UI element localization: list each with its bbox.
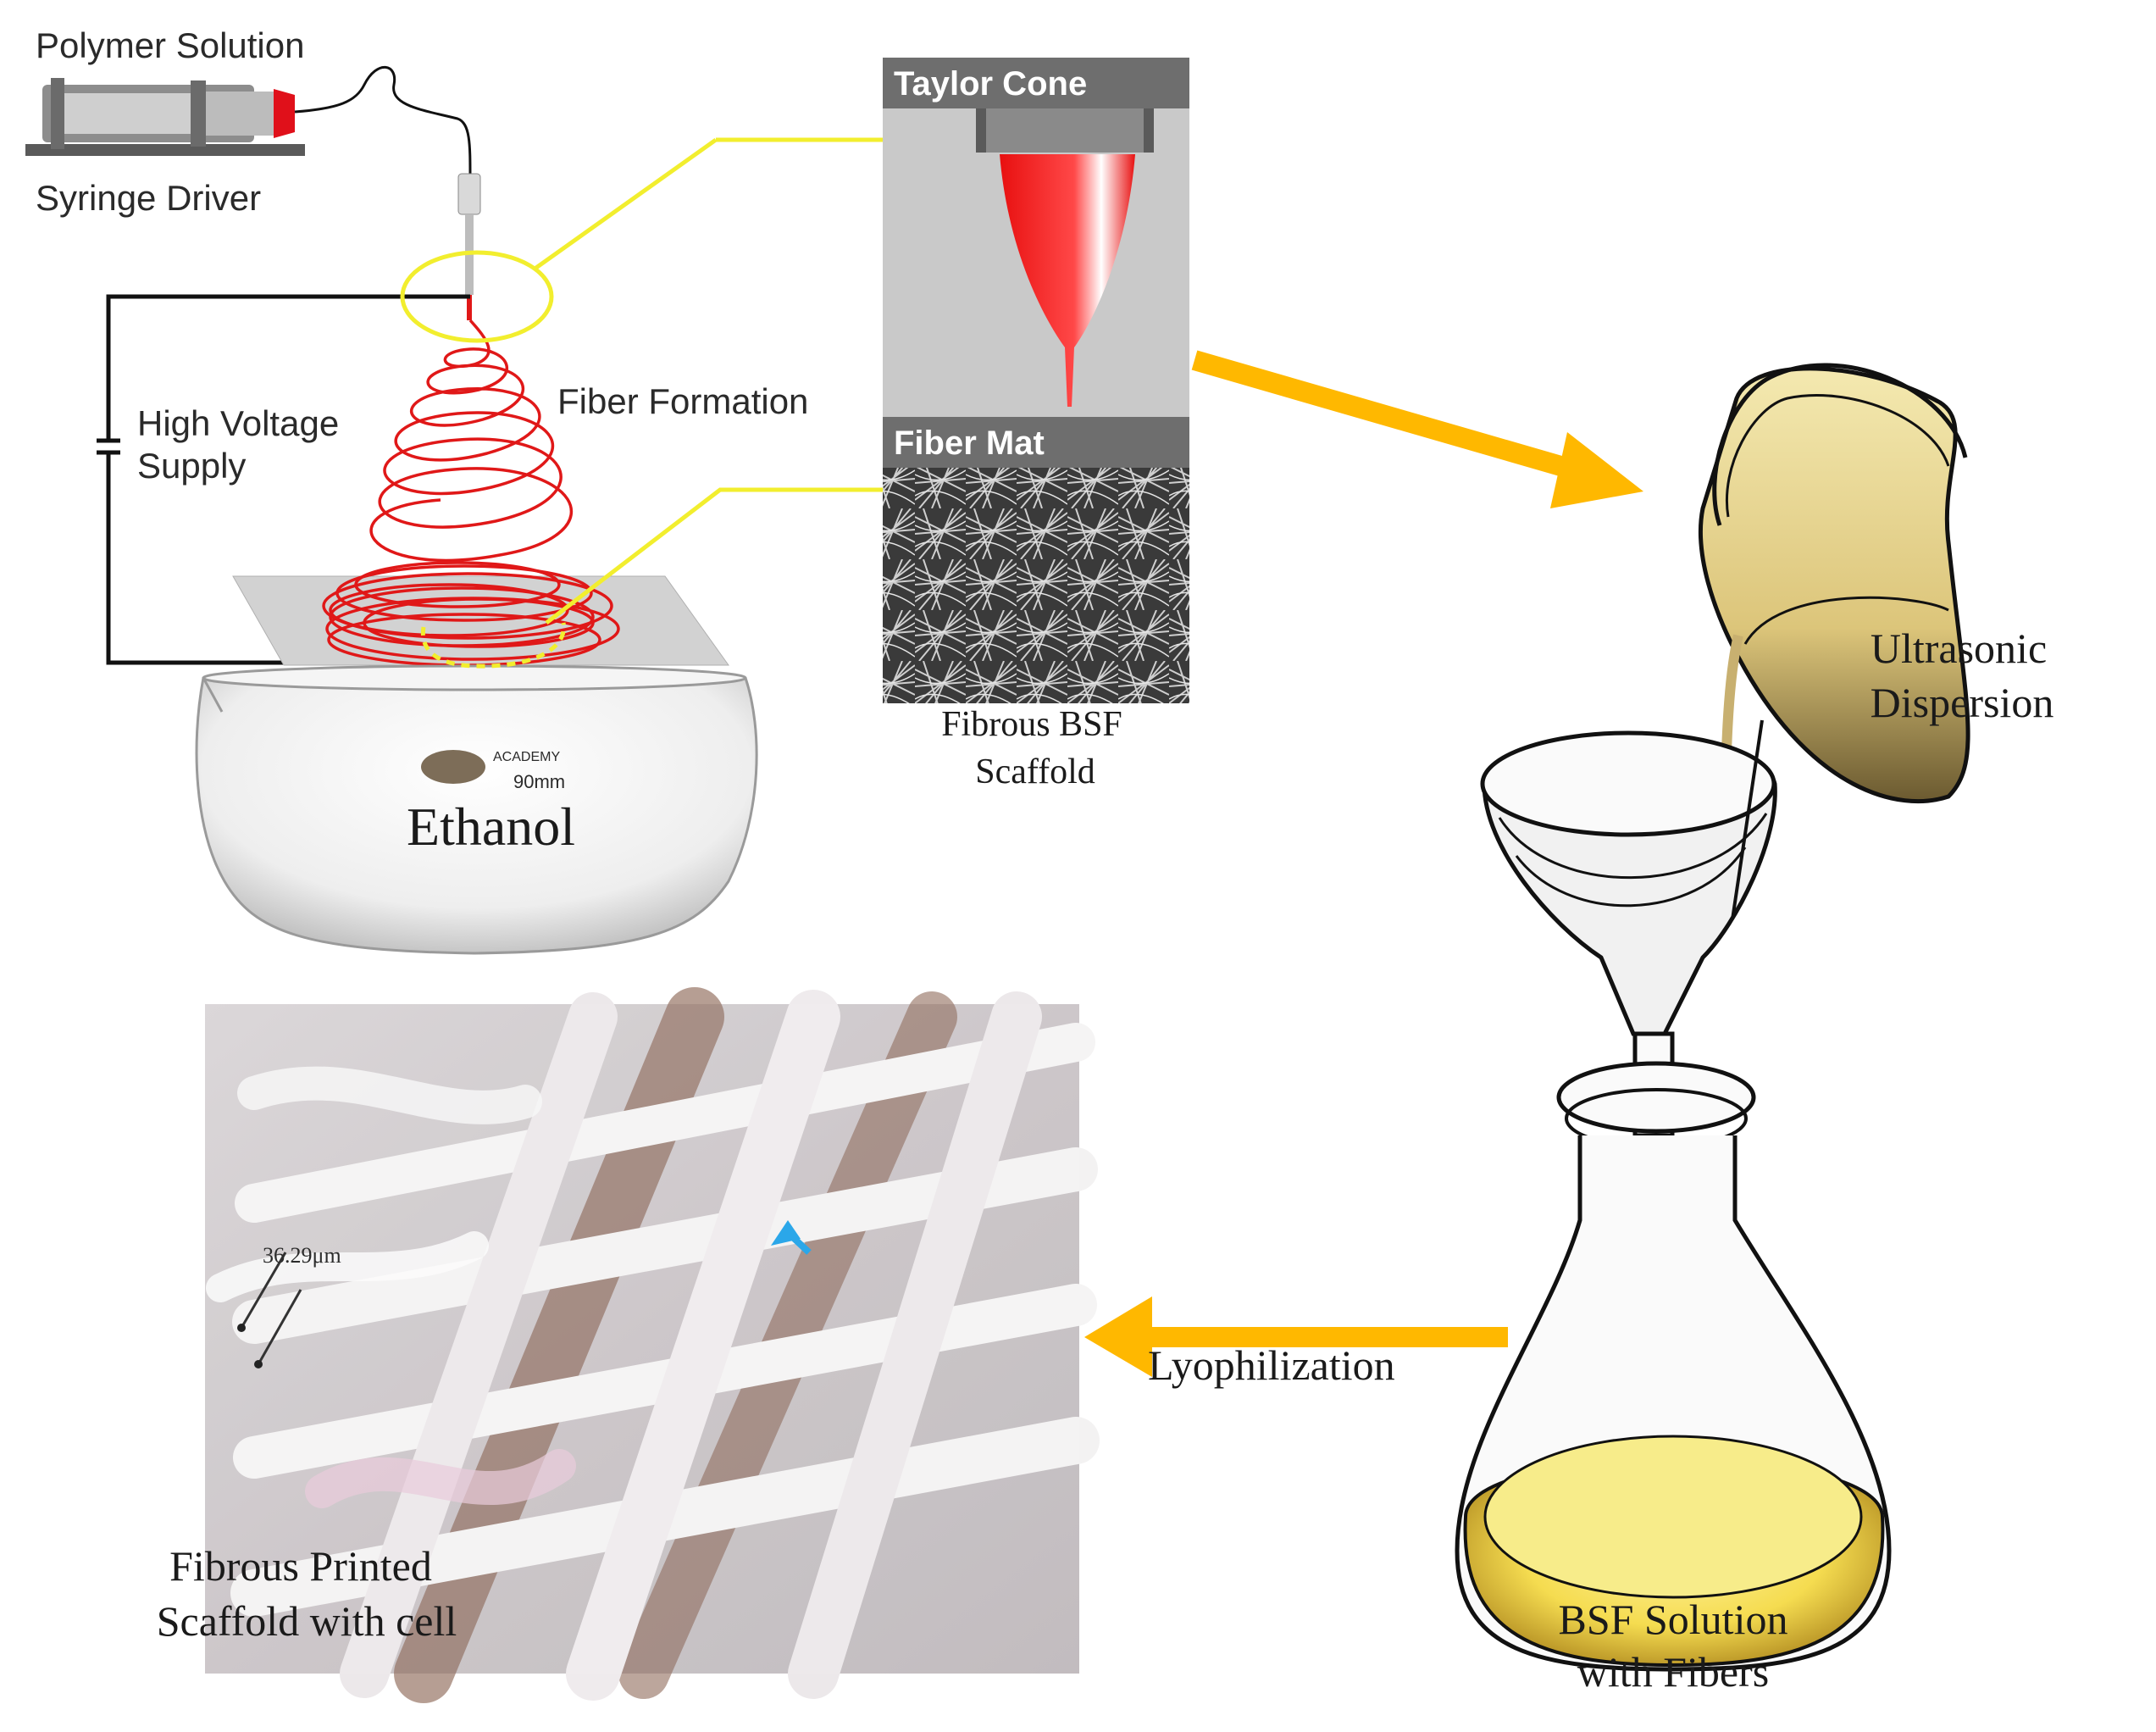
taylor-cone-title: Taylor Cone — [894, 65, 1087, 103]
process-arrow-to-dispersion — [1191, 350, 1643, 508]
fiber-mat-panel: Fiber Mat — [883, 417, 1189, 703]
ethanol-label: Ethanol — [407, 797, 575, 857]
fibrous-bsf-label-line2: Scaffold — [975, 752, 1095, 791]
bsf-solution-label-line2: with Fibers — [1577, 1648, 1769, 1696]
evaporating-dish-icon: ACADEMY 90mm — [195, 664, 758, 955]
fibrous-bsf-label-line1: Fibrous BSF — [941, 705, 1122, 744]
scaffold-strands — [206, 987, 1100, 1703]
scaffold-micrograph: 36.29μm — [205, 987, 1100, 1703]
taylor-cone-jet — [1000, 154, 1135, 407]
syringe-driver-label: Syringe Driver — [36, 178, 261, 218]
measurement-marker: 36.29μm — [237, 1243, 341, 1368]
tubing — [294, 65, 472, 179]
high-voltage-circuit — [106, 294, 470, 665]
polymer-solution-label: Polymer Solution — [36, 25, 304, 65]
capacitor-icon — [95, 438, 122, 455]
ultrasonic-label-line2: Dispersion — [1871, 679, 2054, 726]
dish-size-label: 90mm — [513, 771, 565, 792]
fiber-mat-title: Fiber Mat — [894, 425, 1045, 462]
needle-highlight-ring — [400, 250, 554, 343]
bsf-solution-label-line1: BSF Solution — [1559, 1596, 1788, 1643]
fiber-jet-spiral — [322, 319, 620, 667]
cell-indicator-arrow-icon — [771, 1220, 812, 1255]
high-voltage-label-line2: Supply — [137, 446, 246, 486]
zoom-connectors — [400, 137, 883, 669]
high-voltage-label-line1: High Voltage — [137, 403, 339, 443]
beaker-icon — [1699, 363, 1970, 803]
syringe-pump — [25, 78, 305, 156]
printed-scaffold-label-line2: Scaffold with cell — [157, 1597, 457, 1645]
dish-brand-label: ACADEMY — [493, 750, 560, 764]
printed-scaffold-label-line1: Fibrous Printed — [169, 1542, 432, 1590]
scale-measure-label: 36.29μm — [263, 1243, 341, 1268]
syringe-icon — [206, 89, 295, 138]
process-arrow-lyophilization — [1084, 1296, 1508, 1377]
ultrasonic-label-line1: Ultrasonic — [1871, 625, 2047, 672]
lyophilization-label: Lyophilization — [1148, 1341, 1395, 1389]
fiber-formation-label: Fiber Formation — [557, 381, 808, 421]
taylor-cone-panel: Taylor Cone — [883, 58, 1189, 417]
erlenmeyer-flask-icon — [1455, 1061, 1892, 1672]
